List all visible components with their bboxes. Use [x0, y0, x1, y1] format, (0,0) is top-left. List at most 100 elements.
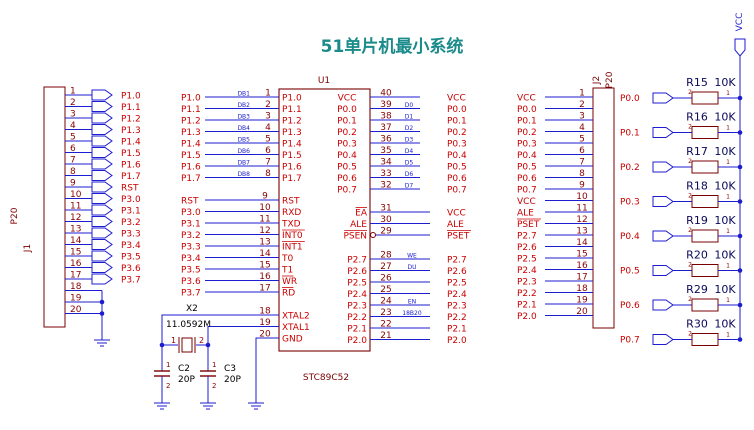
net-label: PSET: [517, 220, 540, 230]
pin-number: 35: [380, 146, 391, 156]
net-label: RST: [181, 197, 199, 207]
pin-name: P0.5: [337, 163, 357, 173]
capacitor-ref: C2: [178, 364, 190, 374]
port-symbol: [652, 265, 674, 276]
net-label: P0.2: [517, 128, 537, 138]
bus-label: D5: [405, 160, 414, 167]
pin-number: 32: [380, 181, 391, 191]
net-label: P0.3: [620, 198, 640, 208]
pin-number: 8: [265, 169, 271, 179]
crystal-ref: X2: [186, 304, 198, 314]
pin-name: P1.3: [282, 128, 302, 138]
pin-number: 13: [259, 238, 270, 248]
pin-number: 2: [688, 331, 692, 338]
port-symbol: [91, 204, 113, 216]
port-symbol: [91, 124, 113, 135]
pin-name: VCC: [338, 94, 357, 104]
resistor-ref: R29: [686, 283, 708, 296]
net-label: P0.7: [447, 186, 467, 196]
pin-number: 5: [265, 135, 271, 145]
pin-number: 19: [259, 318, 271, 328]
junction-dot: [99, 311, 105, 316]
pin-name: P0.6: [337, 174, 357, 184]
pin-number: 12: [576, 215, 587, 225]
pin-name: T1: [281, 266, 293, 276]
bus-label: DB1: [237, 91, 250, 98]
net-label: P0.0: [620, 94, 640, 104]
resistor-body: [691, 333, 719, 346]
resistor-body: [691, 195, 719, 208]
pin-number: 16: [576, 261, 588, 271]
net-label: P2.7: [517, 232, 537, 242]
pin-name: GND: [282, 335, 303, 345]
pin-number: 2: [199, 336, 204, 345]
pin-number: 3: [70, 110, 76, 120]
ground-symbol: [248, 402, 264, 410]
pin-number: 12: [259, 226, 270, 236]
pin-number: 1: [726, 159, 730, 166]
junction-dot: [737, 268, 743, 273]
pin-name: P1.5: [282, 151, 302, 161]
pin-number: 2: [688, 193, 692, 200]
net-label: P2.0: [447, 336, 467, 346]
pin-name: XTAL2: [282, 312, 310, 322]
net-label: P2.0: [517, 312, 537, 322]
pin-number: 20: [259, 330, 271, 340]
junction-dot: [99, 299, 105, 305]
net-label: P1.6: [121, 161, 141, 171]
net-label: P0.2: [620, 163, 640, 173]
pin-number: 9: [262, 192, 268, 202]
pin-name: P0.0: [337, 105, 357, 115]
net-label: P0.1: [447, 117, 467, 127]
resistor-ref: R30: [686, 318, 708, 331]
net-label: P3.3: [181, 243, 201, 253]
pin-number: 8: [579, 169, 585, 179]
resistor-value: 10K: [714, 145, 736, 158]
pin-number: 38: [380, 112, 392, 122]
pin-name: T0: [281, 254, 293, 264]
wire: [255, 337, 279, 403]
net-label: P3.7: [181, 289, 201, 299]
pin-number: 11: [70, 202, 81, 212]
net-label: P3.4: [121, 241, 141, 251]
pin-number: 18: [70, 282, 82, 292]
net-label: P2.7: [447, 256, 467, 266]
pin-name: RXD: [282, 208, 301, 218]
pin-number: 9: [579, 181, 585, 191]
capacitor-value: 20P: [178, 375, 195, 385]
pin-number: 4: [70, 121, 76, 131]
bus-label: DB2: [237, 102, 250, 109]
net-label: VCC: [517, 197, 536, 207]
mcu-part: STC89C52: [303, 373, 349, 383]
ground-symbol: [200, 402, 216, 410]
junction-dot: [737, 233, 743, 239]
pin-number: 24: [380, 297, 392, 307]
pin-number: 2: [70, 98, 76, 108]
wire: [207, 326, 279, 345]
port-symbol: [91, 135, 113, 147]
net-label: P2.6: [517, 243, 537, 253]
connector-j1-body: [43, 86, 66, 328]
net-label: P1.4: [181, 140, 201, 150]
resistor-value: 10K: [714, 318, 736, 331]
net-label: P2.5: [517, 255, 537, 265]
resistor-ref: R15: [686, 76, 708, 89]
net-label: P3.0: [121, 195, 141, 205]
net-label: P2.1: [517, 301, 537, 311]
pin-number: 18: [576, 284, 588, 294]
resistor-body: [691, 298, 719, 312]
net-label: P1.2: [121, 115, 141, 125]
pin-number: 18: [259, 307, 271, 317]
bus-label: D7: [405, 183, 414, 190]
pin-number: 10: [70, 190, 82, 200]
pin-number: 17: [259, 284, 270, 294]
pin-number: 6: [265, 146, 271, 156]
pin-name: XTAL1: [282, 323, 310, 333]
inversion-bubble: [370, 232, 376, 238]
net-label: P1.6: [181, 163, 201, 173]
net-label: P3.7: [121, 276, 141, 286]
port-symbol: [91, 170, 113, 181]
net-label: P0.5: [620, 267, 640, 277]
